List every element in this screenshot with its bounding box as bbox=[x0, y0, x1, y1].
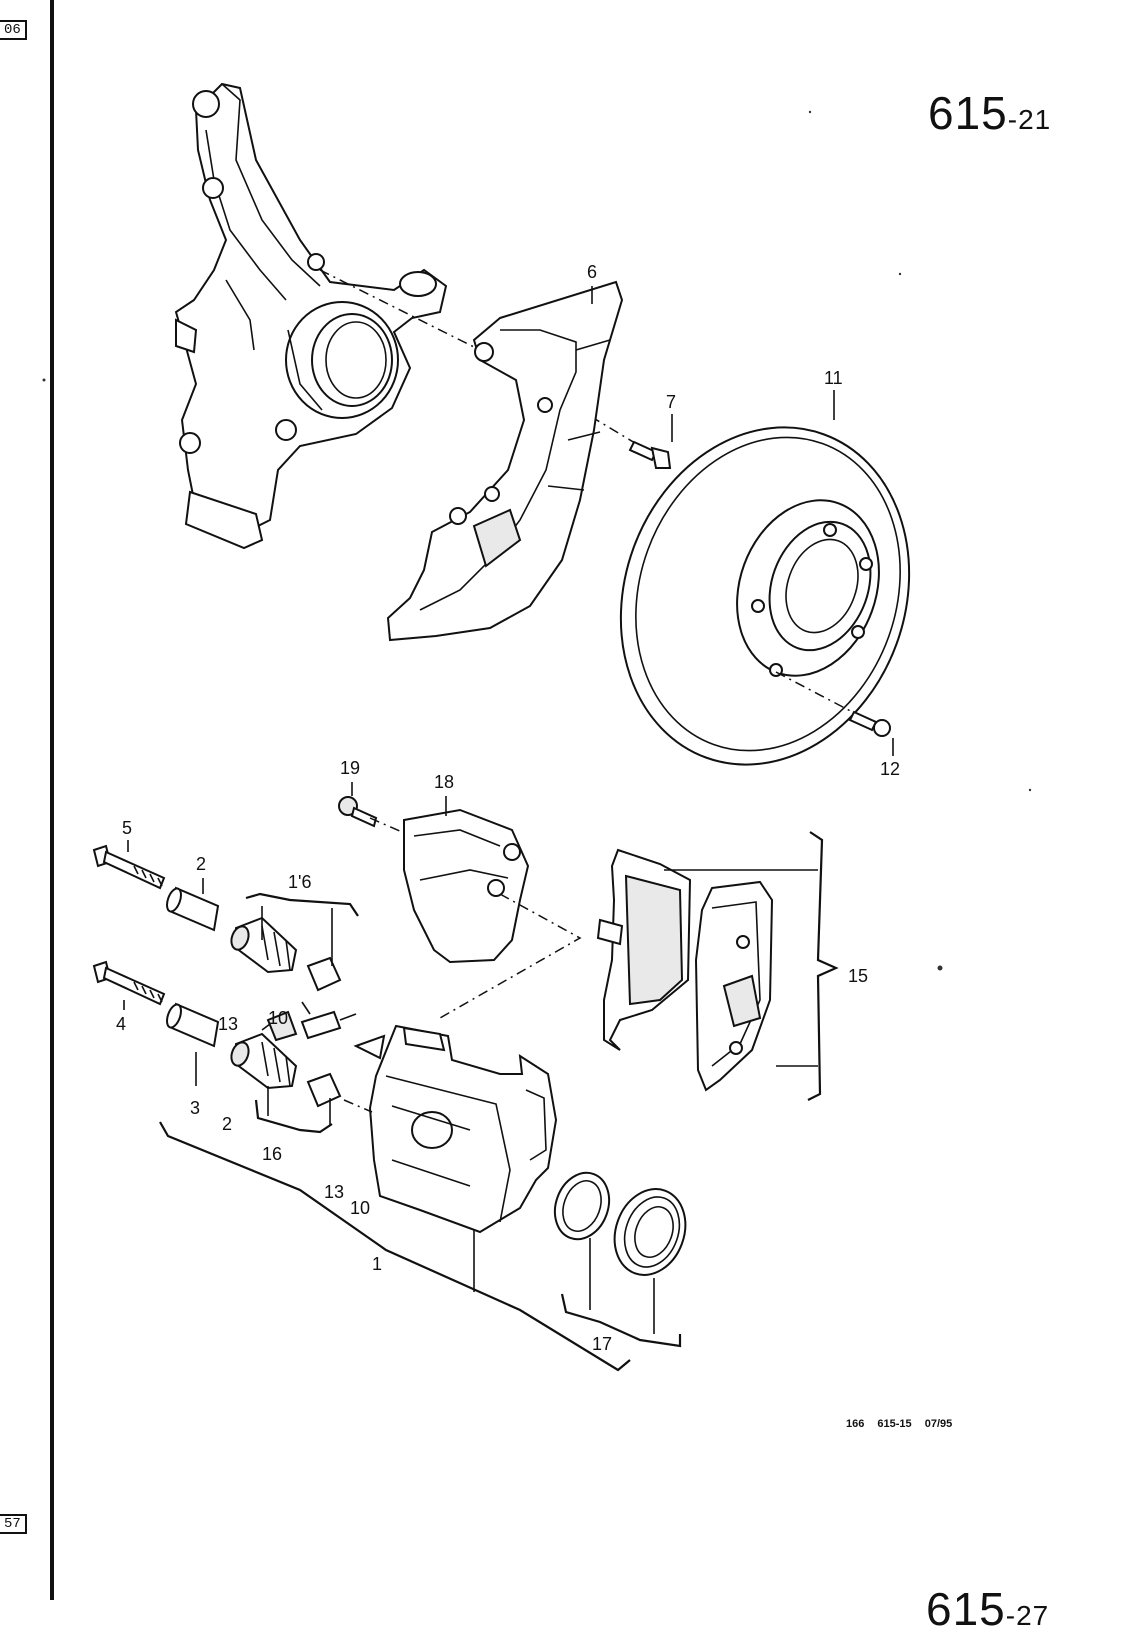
callout-10-top: 10 bbox=[268, 1008, 288, 1028]
callout-13-bottom: 13 bbox=[324, 1182, 344, 1202]
callout-18: 18 bbox=[434, 772, 454, 792]
callout-2-bottom: 2 bbox=[222, 1114, 232, 1134]
steering-knuckle bbox=[174, 82, 448, 550]
diagram-reference-code: 166 615-15 07/95 bbox=[846, 1418, 953, 1430]
shield-bolt bbox=[628, 440, 672, 469]
leader-lines bbox=[123, 286, 894, 1372]
callout-17: 17 bbox=[592, 1334, 612, 1354]
page-number: 615-21 bbox=[928, 86, 1051, 140]
piston-seal-kit bbox=[553, 1171, 687, 1276]
callout-10-bottom: 10 bbox=[350, 1198, 370, 1218]
disc-screw bbox=[848, 710, 891, 737]
callout-13-top: 13 bbox=[218, 1014, 238, 1034]
callout-15: 15 bbox=[848, 966, 868, 986]
callout-5: 5 bbox=[122, 818, 132, 838]
brake-caliper bbox=[343, 1024, 558, 1234]
callout-16-top: 1'6 bbox=[288, 872, 311, 892]
brake-disc bbox=[619, 426, 911, 766]
bushing-bottom bbox=[230, 1032, 342, 1108]
callout-3: 3 bbox=[190, 1098, 200, 1118]
callout-1: 1 bbox=[372, 1254, 382, 1274]
scan-specks bbox=[42, 110, 1032, 971]
brake-pads bbox=[596, 848, 774, 1092]
next-page-number-main: 615 bbox=[926, 1583, 1006, 1635]
callout-7: 7 bbox=[666, 392, 676, 412]
dust-cap bbox=[266, 1010, 298, 1042]
edge-tab-top: 06 bbox=[0, 20, 27, 40]
bushing-top bbox=[230, 916, 342, 992]
heat-shield bbox=[369, 808, 582, 1019]
callout-2-top: 2 bbox=[196, 854, 206, 874]
next-page-number-suffix: -27 bbox=[1005, 1600, 1050, 1631]
callouts: 6 7 11 12 19 18 5 2 1'6 15 10 13 4 3 2 1… bbox=[116, 262, 900, 1354]
bleeder-valve bbox=[300, 1010, 357, 1040]
axis-line-disc-screw bbox=[775, 671, 861, 717]
binder-edge bbox=[50, 0, 54, 1600]
heat-shield-bolt bbox=[338, 796, 378, 828]
axis-line-caliper bbox=[439, 893, 582, 1019]
callout-16-bottom: 16 bbox=[262, 1144, 282, 1164]
edge-tab-bottom: 57 bbox=[0, 1514, 27, 1534]
next-page-number: 615-27 bbox=[926, 1582, 1049, 1636]
callout-19: 19 bbox=[340, 758, 360, 778]
callout-6: 6 bbox=[587, 262, 597, 282]
guide-sleeve-bottom bbox=[166, 1002, 220, 1048]
exploded-brake-diagram: 6 7 11 12 19 18 5 2 1'6 15 10 13 4 3 2 1… bbox=[42, 82, 1032, 1372]
caliper-bolt-top bbox=[92, 844, 166, 890]
axis-line-bushing bbox=[343, 1099, 373, 1113]
parts-catalog-page: 06 57 615-21 bbox=[0, 0, 1051, 1635]
page-number-suffix: -21 bbox=[1007, 104, 1052, 135]
callout-11: 11 bbox=[824, 368, 843, 388]
callout-4: 4 bbox=[116, 1014, 126, 1034]
axis-line-heat-shield bbox=[369, 817, 403, 833]
callout-12: 12 bbox=[880, 759, 900, 779]
caliper-bolt-bottom bbox=[92, 960, 166, 1006]
page-number-main: 615 bbox=[928, 87, 1008, 139]
splash-shield bbox=[386, 280, 624, 642]
guide-sleeve-top bbox=[166, 886, 220, 932]
